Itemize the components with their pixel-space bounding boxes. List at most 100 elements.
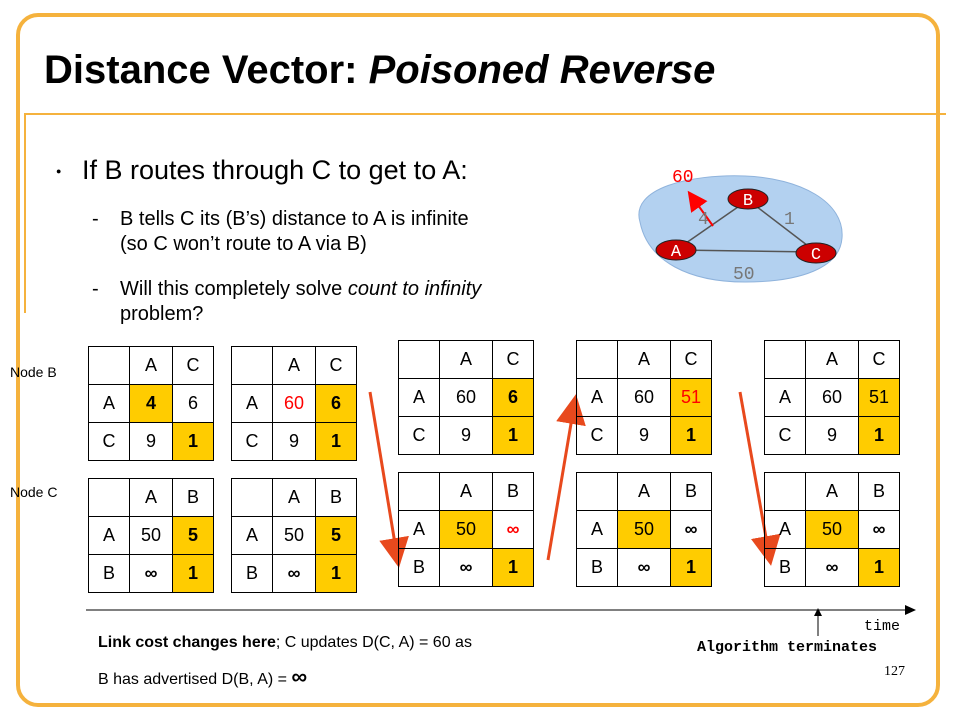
changed-cost-label: 60: [672, 168, 694, 188]
router-a: A: [655, 239, 697, 262]
table-header: A: [617, 472, 671, 511]
table-cell: ∞: [492, 510, 534, 549]
row-label: B: [764, 548, 806, 587]
table-cell: 1: [492, 548, 534, 587]
row-label: C: [576, 416, 618, 455]
table-cell: 1: [858, 416, 900, 455]
footer-bold: Link cost changes here: [98, 634, 276, 651]
table-header: A: [272, 478, 316, 517]
table-header: C: [315, 346, 357, 385]
table-header: B: [858, 472, 900, 511]
table-header: A: [439, 472, 493, 511]
table-header: A: [129, 346, 173, 385]
table-cell: 5: [172, 516, 214, 555]
sub-point-2-dash: -: [92, 278, 99, 300]
table-cell: ∞: [272, 554, 316, 593]
table-cell: 9: [617, 416, 671, 455]
row-label: A: [576, 510, 618, 549]
row-label: C: [398, 416, 440, 455]
table-header: B: [315, 478, 357, 517]
table-cell: ∞: [617, 548, 671, 587]
table-cell: ∞: [129, 554, 173, 593]
algorithm-terminates-label: Algorithm terminates: [697, 639, 878, 656]
footer-line-2-text: B has advertised D(B, A) =: [98, 671, 292, 688]
table-header: A: [439, 340, 493, 379]
router-a-label: A: [671, 243, 682, 262]
table-header: C: [858, 340, 900, 379]
table-cell: 9: [805, 416, 859, 455]
table-cell: 1: [315, 554, 357, 593]
page-number: 127: [884, 664, 905, 679]
row-label: C: [231, 422, 273, 461]
sub-point-1-line2: (so C won’t route to A via B): [120, 233, 367, 255]
footer-rest: ; C updates D(C, A) = 60 as: [275, 634, 472, 651]
table-cell: 9: [129, 422, 173, 461]
row-label: A: [764, 378, 806, 417]
table-cell: 4: [129, 384, 173, 423]
table-cell: 60: [272, 384, 316, 423]
table-cell: 9: [439, 416, 493, 455]
row-label: B: [398, 548, 440, 587]
table-cell: 50: [805, 510, 859, 549]
row-label: B: [88, 554, 130, 593]
table-header: B: [670, 472, 712, 511]
table-header: A: [805, 472, 859, 511]
accent-horizontal-line: [26, 113, 946, 115]
sub-point-1-line1: B tells C its (B’s) distance to A is inf…: [120, 208, 469, 230]
row-label: C: [88, 422, 130, 461]
table-cell: ∞: [439, 548, 493, 587]
router-c-label: C: [811, 246, 821, 265]
table-header: A: [129, 478, 173, 517]
slide-title: Distance Vector: Poisoned Reverse: [44, 48, 715, 93]
table-header: A: [272, 346, 316, 385]
footer-line-1: Link cost changes here; C updates D(C, A…: [98, 634, 472, 652]
infinity-symbol: ∞: [291, 664, 308, 689]
sub-point-2-plain: Will this completely solve: [120, 278, 348, 300]
table-cell: 6: [315, 384, 357, 423]
table-header: A: [617, 340, 671, 379]
main-bullet: If B routes through C to get to A:: [82, 155, 468, 185]
row-label: A: [88, 384, 130, 423]
router-c: C: [795, 242, 837, 265]
router-b: B: [727, 188, 769, 211]
time-label: time: [864, 618, 901, 635]
table-cell: 60: [439, 378, 493, 417]
table-cell: 6: [172, 384, 214, 423]
node-b-label: Node B: [10, 364, 57, 380]
update-arrow-2: [546, 394, 586, 561]
table-header: B: [492, 472, 534, 511]
table-cell: 50: [129, 516, 173, 555]
table-cell: 1: [172, 422, 214, 461]
cost-change-arrow: [687, 190, 714, 227]
row-label: A: [398, 510, 440, 549]
row-label: C: [764, 416, 806, 455]
table-cell: 1: [670, 416, 712, 455]
sub-point-2-line2: problem?: [120, 303, 204, 325]
link-bc-cost: 1: [784, 210, 795, 230]
sub-point-2-line1: Will this completely solve count to infi…: [120, 277, 481, 302]
table-cell: 1: [315, 422, 357, 461]
table-cell: 51: [858, 378, 900, 417]
table-cell: 51: [670, 378, 712, 417]
row-label: A: [231, 384, 273, 423]
row-label: A: [231, 516, 273, 555]
termination-marker-arrowhead: [814, 608, 822, 616]
row-label: A: [764, 510, 806, 549]
table-header: C: [492, 340, 534, 379]
link-ab-cost: 4: [698, 210, 709, 230]
table-cell: 1: [492, 416, 534, 455]
bullet-dot: ●: [56, 166, 62, 176]
table-cell: ∞: [805, 548, 859, 587]
update-arrow-1: [368, 391, 409, 568]
table-cell: 6: [492, 378, 534, 417]
link-b-c: [747, 199, 817, 253]
router-b-label: B: [743, 192, 753, 211]
table-cell: 9: [272, 422, 316, 461]
table-cell: 5: [315, 516, 357, 555]
